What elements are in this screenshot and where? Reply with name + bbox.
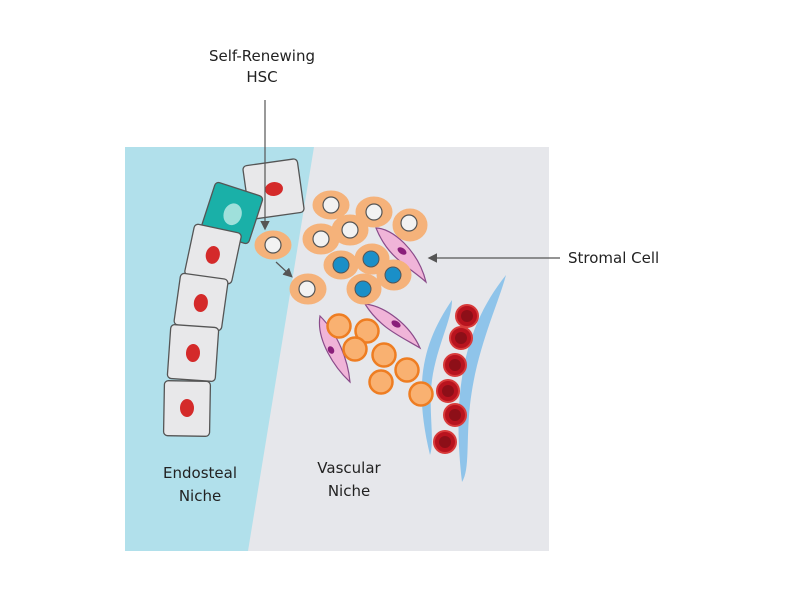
hsc-cell [323,250,359,280]
progenitor-cell [368,369,394,395]
self-renewing-hsc-cell [254,230,292,260]
progenitor-cells [326,313,434,407]
red-blood-cell [449,326,473,350]
stromal-cell-label: Stromal Cell [568,249,659,267]
red-blood-cell [455,304,479,328]
self-renewal-arrow [275,261,293,278]
red-blood-cell [443,353,467,377]
hsc-label-line2: HSC [246,68,277,86]
vascular-niche-label-line2: Niche [328,482,370,500]
stromal-cells [318,227,428,384]
stromal-cell [363,303,422,350]
progenitor-cell [354,318,380,344]
stromal-cell [375,227,428,284]
progenitor-cell [326,313,352,339]
endosteal-niche-label-line2: Niche [179,487,221,505]
hsc-cell [355,196,393,228]
red-blood-cells [433,304,479,454]
progenitor-cell [342,336,368,362]
osteoblast-cell [166,324,220,382]
osteoblast-cell [162,380,212,437]
red-blood-cell [433,430,457,454]
osteoblast-cell [173,272,229,332]
hsc-cell [289,273,327,305]
hsc-cell [302,223,340,255]
vascular-niche-label-line1: Vascular [317,459,381,477]
progenitor-cell [371,342,397,368]
progenitor-cell [408,381,434,407]
red-blood-cell [443,403,467,427]
osteoblast-lining [162,158,305,437]
hsc-cell [346,273,382,305]
hsc-cell [376,259,412,291]
hsc-cell [312,190,350,220]
red-blood-cell [436,379,460,403]
hsc-cell [392,208,428,242]
progenitor-cell [394,357,420,383]
hsc-cell [331,214,369,246]
hsc-label-line1: Self-Renewing [209,47,315,65]
blood-vessel [421,275,506,482]
endosteal-niche-label-line1: Endosteal [163,464,237,482]
hsc-cluster [254,190,428,305]
